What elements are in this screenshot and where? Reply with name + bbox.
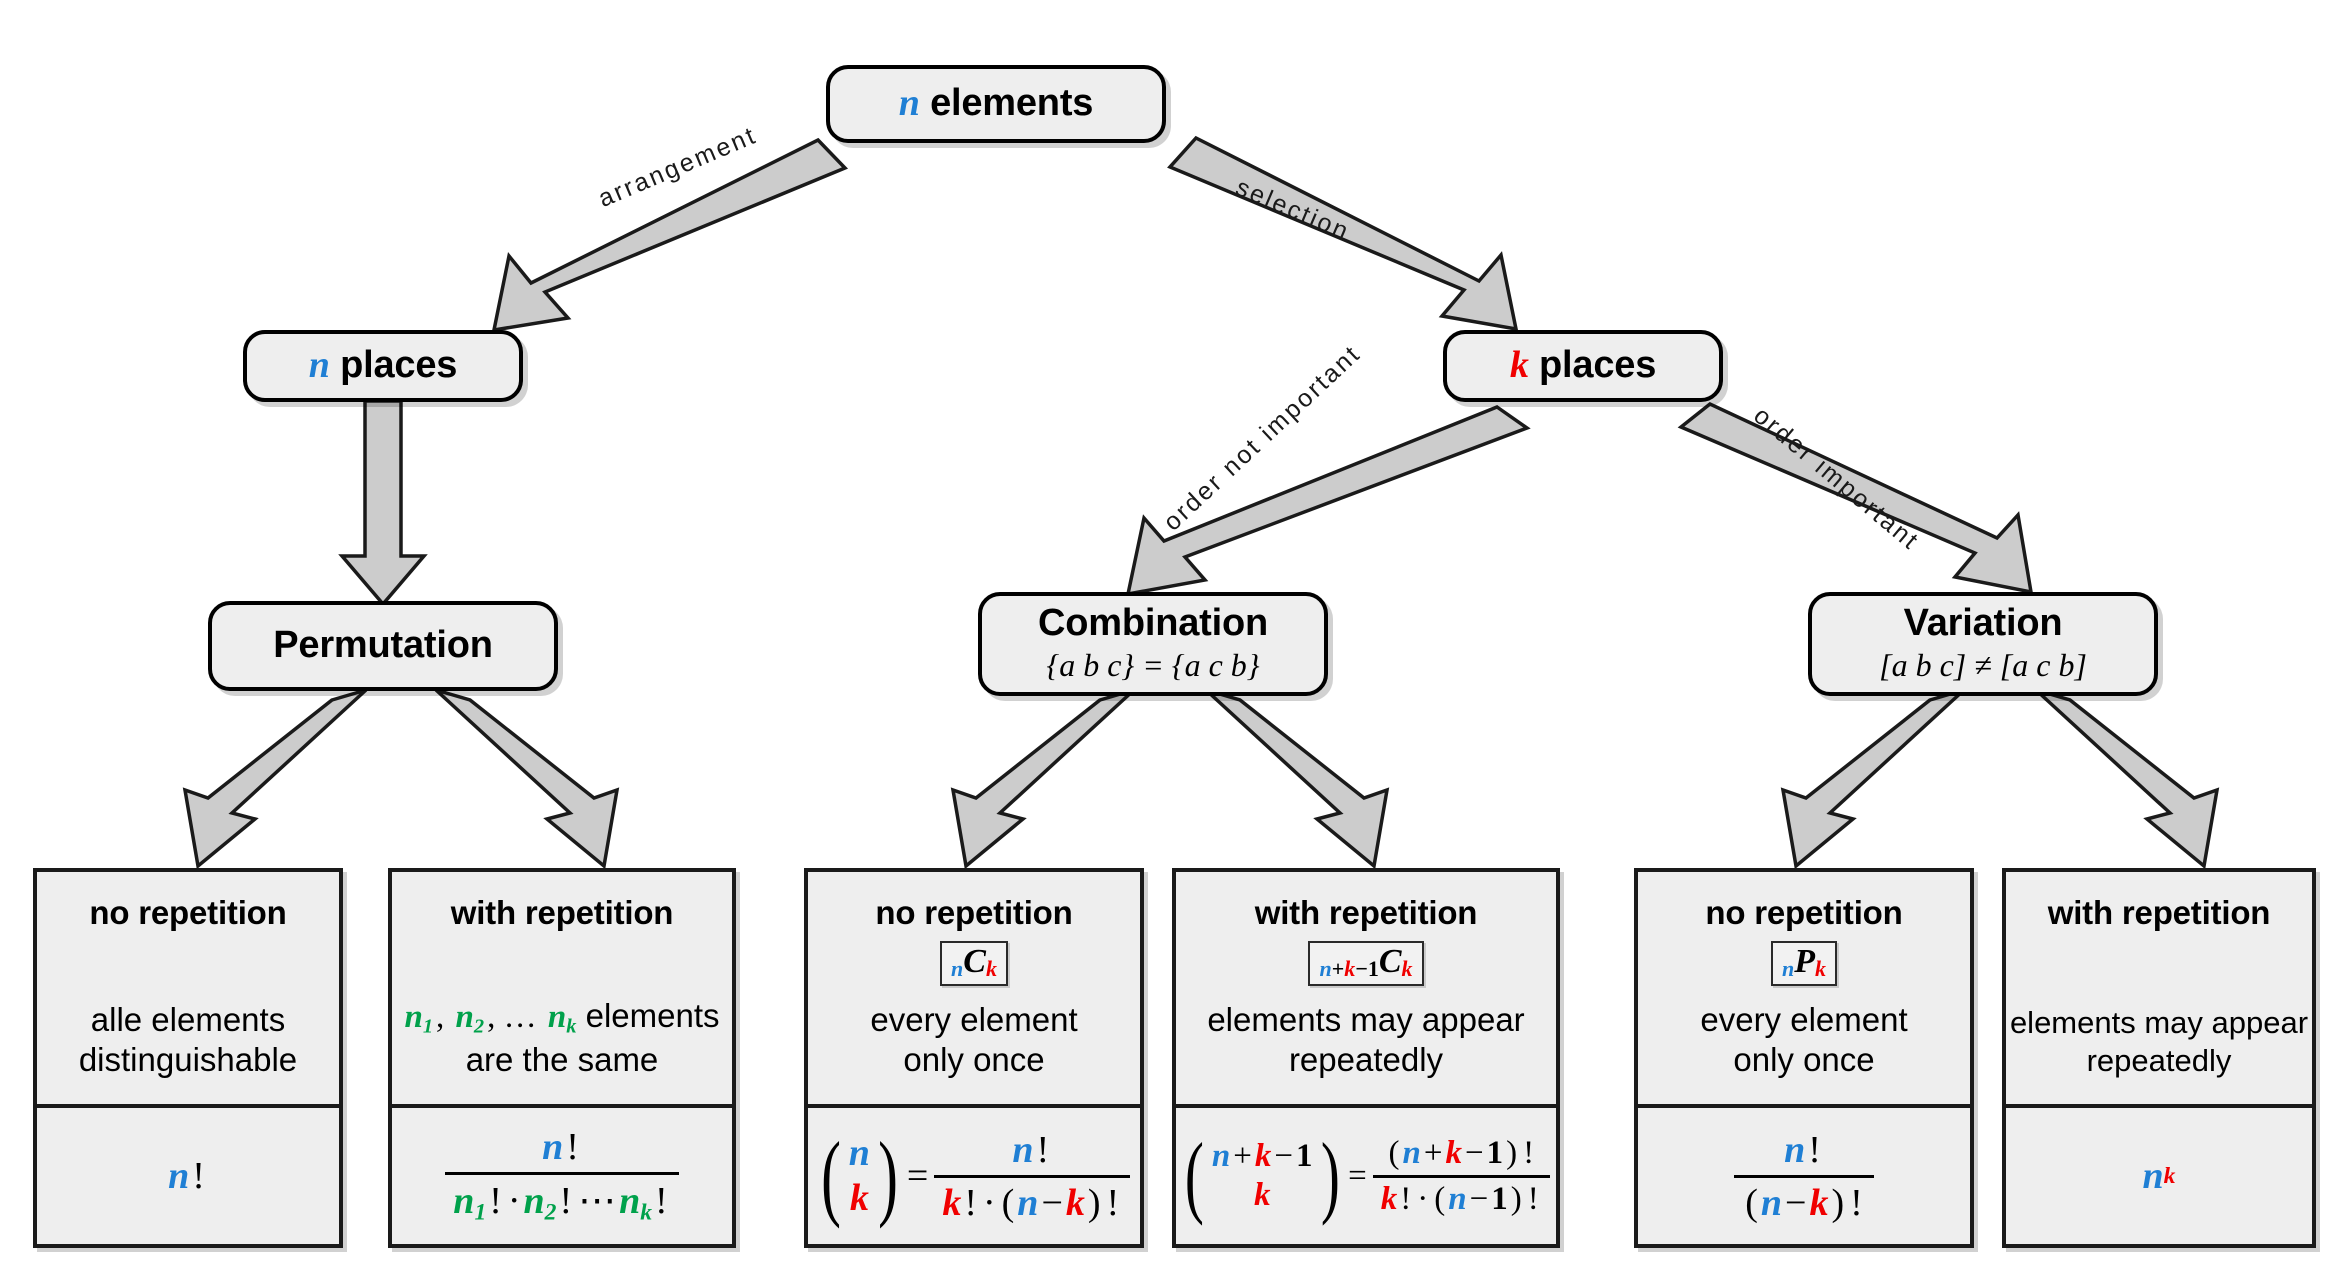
leaf-comb-with-rep-upper: with repetition n+k−1Ck elements may app… [1176,872,1556,1108]
leaf-perm-no-rep[interactable]: no repetition alle elements distinguisha… [33,868,343,1248]
leaf-var-no-rep-upper: no repetition nPk every element only onc… [1638,872,1970,1108]
node-combination-subtitle: {a b c} = {a c b} [1046,647,1260,684]
node-n-places[interactable]: n places [243,330,523,402]
sym-bang: ! [192,1155,205,1197]
leaf-description: elements may appear repeatedly [1207,1000,1524,1081]
leaf-var-no-rep-formula: n! (n−k)! [1638,1108,1970,1244]
leaf-desc-line-1: n1, n2, … nk elements [404,997,720,1038]
node-k-places-label: places [1539,344,1657,387]
node-permutation-title: Permutation [273,624,493,667]
edge-label-arrangement: arrangement [594,121,762,213]
leaf-heading: no repetition [89,894,287,931]
node-combination[interactable]: Combination {a b c} = {a c b} [978,592,1328,696]
node-variation[interactable]: Variation [a b c] ≠ [a c b] [1808,592,2158,696]
node-n-elements-label: elements [930,82,1094,125]
leaf-desc-line-1: elements may appear [2009,1005,2309,1041]
leaf-desc-line-1: every element [870,1000,1078,1038]
node-combination-title: Combination [1038,601,1268,644]
formula-n-factorial: n! [168,1154,208,1198]
leaf-var-with-rep[interactable]: with repetition elements may appear repe… [2002,868,2316,1248]
leaf-heading: with repetition [1254,894,1478,931]
leaf-desc-line-1: every element [1700,1000,1908,1038]
node-k-places[interactable]: k places [1443,330,1723,402]
node-permutation[interactable]: Permutation [208,601,558,691]
arrow-permutation-to-perm-with-rep [434,688,620,870]
leaf-heading: no repetition [1705,894,1903,931]
edge-label-order-important: order important [1748,401,1925,556]
var-k: k [1509,344,1529,387]
leaf-description: n1, n2, … nk elements are the same [404,996,719,1080]
symbol-nPk: nPk [1770,941,1838,986]
leaf-description: every element only once [1700,1000,1907,1081]
leaf-heading: with repetition [2047,894,2271,931]
arrow-permutation-to-perm-no-rep [182,688,368,870]
var-n: n [898,82,920,125]
leaf-perm-no-rep-formula: n! [37,1108,339,1244]
leaf-desc-line-2: distinguishable [78,1040,298,1078]
arrow-variation-to-var-with-rep [2034,688,2220,870]
sym-n: n [168,1155,190,1197]
leaf-perm-with-rep[interactable]: with repetition n1, n2, … nk elements ar… [388,868,736,1248]
leaf-comb-no-rep-formula: ( n k ) = n! k!·(n−k)! [808,1108,1140,1244]
leaf-comb-no-rep-upper: no repetition nCk every element only onc… [808,872,1140,1108]
symbol-n-plus-k-minus-1-C-k: n+k−1Ck [1308,941,1424,986]
arrow-n-places-to-permutation [338,399,428,607]
node-n-places-label: places [340,344,458,387]
edge-label-order-not-important: order not important [1158,339,1367,537]
leaf-heading: no repetition [875,894,1073,931]
leaf-heading: with repetition [450,894,674,931]
leaf-description: every element only once [870,1000,1077,1081]
leaf-var-no-rep[interactable]: no repetition nPk every element only onc… [1634,868,1974,1248]
leaf-comb-with-rep-formula: ( n+k−1 k ) = (n+k−1)! k!·(n−1)! [1176,1108,1556,1244]
leaf-perm-with-rep-formula: n! n1!·n2!⋯nk! [392,1108,732,1244]
leaf-comb-with-rep[interactable]: with repetition n+k−1Ck elements may app… [1172,868,1560,1248]
formula-multiset-coefficient: ( n+k−1 k ) = (n+k−1)! k!·(n−1)! [1179,1129,1553,1222]
formula-falling-factorial: n! (n−k)! [1731,1128,1877,1225]
leaf-desc-line-2: only once [1733,1040,1875,1078]
node-variation-title: Variation [1903,601,2063,644]
leaf-description: alle elements distinguishable [79,1000,297,1081]
node-k-places-title: k places [1509,344,1657,387]
leaf-var-with-rep-upper: with repetition elements may appear repe… [2006,872,2312,1108]
leaf-desc-line-1: alle elements [90,1000,286,1038]
formula-multiset-permutation: n! n1!·n2!⋯nk! [442,1125,681,1227]
arrow-combination-to-comb-with-rep [1204,688,1390,870]
node-variation-subtitle: [a b c] ≠ [a c b] [1879,647,2087,684]
leaf-perm-with-rep-upper: with repetition n1, n2, … nk elements ar… [392,872,732,1108]
symbol-nCk: nCk [940,941,1008,986]
arrow-variation-to-var-no-rep [1780,688,1966,870]
leaf-desc-line-1: elements may appear [1207,1000,1525,1038]
leaf-desc-line-2: only once [903,1040,1045,1078]
node-n-elements[interactable]: n elements [826,65,1166,143]
node-n-places-title: n places [308,344,458,387]
formula-binomial: ( n k ) = n! k!·(n−k)! [815,1128,1133,1225]
leaf-description: elements may appear repeatedly [2010,1004,2308,1080]
edge-label-selection: selection [1231,173,1355,247]
node-n-elements-title: n elements [898,82,1094,125]
arrow-combination-to-comb-no-rep [950,688,1136,870]
var-n: n [308,344,330,387]
leaf-perm-no-rep-upper: no repetition alle elements distinguisha… [37,872,339,1108]
leaf-desc-line-2: repeatedly [2086,1043,2232,1079]
leaf-comb-no-rep[interactable]: no repetition nCk every element only onc… [804,868,1144,1248]
leaf-desc-line-2: are the same [465,1040,659,1078]
leaf-desc-line-2: repeatedly [1288,1040,1444,1078]
